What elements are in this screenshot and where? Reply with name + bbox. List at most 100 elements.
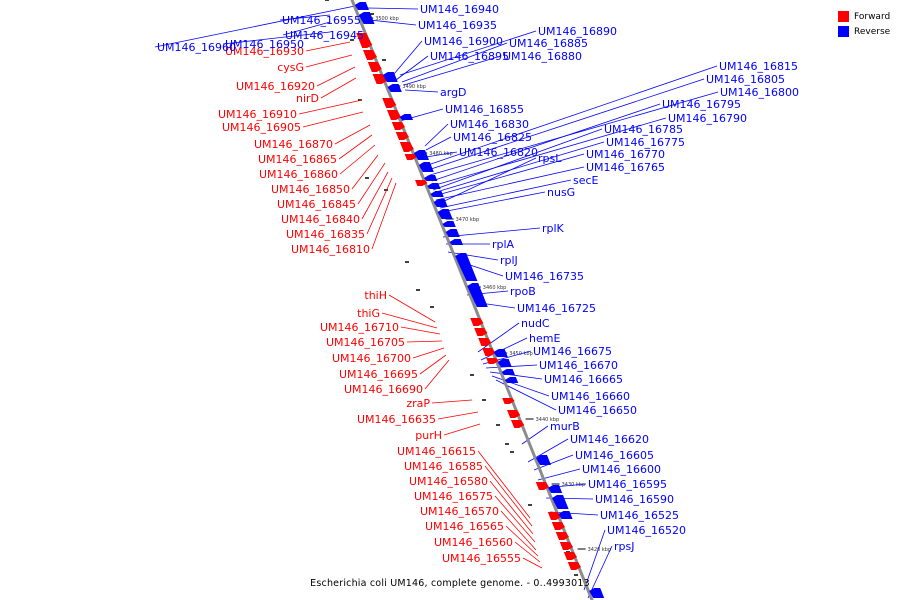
leader-line bbox=[279, 14, 331, 21]
leader-line bbox=[431, 399, 473, 404]
gene-label-rpla: rplA bbox=[492, 238, 515, 251]
gene-label-heme: hemE bbox=[529, 332, 560, 345]
leader-line bbox=[419, 354, 447, 375]
map-caption: Escherichia coli UM146, complete genome.… bbox=[310, 578, 590, 589]
forward-feature bbox=[363, 50, 377, 60]
reverse-feature bbox=[399, 114, 413, 120]
reverse-feature bbox=[354, 2, 369, 10]
leader-line bbox=[494, 495, 536, 543]
gene-label-um146-16910: UM146_16910 bbox=[218, 108, 297, 121]
reverse-feature bbox=[536, 455, 551, 465]
gene-label-nusg: nusG bbox=[547, 186, 575, 199]
legend-item-forward: Forward bbox=[838, 9, 890, 24]
leader-line bbox=[477, 322, 520, 353]
tick-label: 3480 kbp bbox=[429, 151, 453, 157]
leader-line bbox=[154, 5, 356, 48]
reverse-feature bbox=[424, 175, 438, 181]
forward-feature bbox=[555, 532, 569, 540]
gene-label-um146-16775: UM146_16775 bbox=[606, 136, 685, 149]
reverse-feature bbox=[358, 12, 375, 24]
gene-label-um146-16555: UM146_16555 bbox=[442, 552, 521, 565]
gene-label-thig: thiG bbox=[357, 307, 380, 320]
gene-label-um146-16575: UM146_16575 bbox=[414, 490, 493, 503]
gene-label-purh: purH bbox=[415, 429, 442, 442]
leader-line bbox=[351, 154, 379, 190]
gene-label-um146-16770: UM146_16770 bbox=[586, 148, 665, 161]
leader-line bbox=[357, 162, 386, 205]
leader-line bbox=[339, 144, 376, 175]
gene-label-um146-16805: UM146_16805 bbox=[706, 73, 785, 86]
gene-label-um146-16635: UM146_16635 bbox=[357, 413, 436, 426]
leader-line bbox=[400, 326, 441, 335]
leader-lines bbox=[154, 5, 719, 599]
leader-line bbox=[367, 7, 419, 10]
leader-line bbox=[305, 41, 351, 52]
leader-line bbox=[302, 111, 364, 128]
leader-line bbox=[298, 99, 363, 115]
leader-line bbox=[432, 141, 605, 194]
gene-label-um146-16830: UM146_16830 bbox=[450, 118, 529, 131]
forward-feature bbox=[387, 110, 401, 120]
leader-line bbox=[361, 171, 389, 220]
leader-line bbox=[381, 312, 438, 329]
leader-line bbox=[371, 182, 397, 250]
leader-line bbox=[369, 19, 417, 26]
gene-label-um146-16920: UM146_16920 bbox=[236, 80, 315, 93]
gene-label-sece: secE bbox=[573, 174, 599, 187]
gene-label-um146-16695: UM146_16695 bbox=[339, 368, 418, 381]
forward-feature bbox=[372, 74, 387, 84]
leader-line bbox=[489, 371, 543, 380]
gene-label-um146-16570: UM146_16570 bbox=[420, 505, 499, 518]
gene-label-um146-16705: UM146_16705 bbox=[326, 336, 405, 349]
gene-label-um146-16935: UM146_16935 bbox=[418, 19, 497, 32]
leader-line bbox=[431, 117, 667, 187]
legend-label-forward: Forward bbox=[854, 11, 891, 22]
gene-label-argd: argD bbox=[440, 86, 467, 99]
gene-label-um146-16785: UM146_16785 bbox=[604, 123, 683, 136]
gene-label-um146-16840: UM146_16840 bbox=[281, 213, 360, 226]
leader-line bbox=[441, 191, 546, 213]
gene-label-um146-16710: UM146_16710 bbox=[320, 321, 399, 334]
gene-label-cysg: cysG bbox=[277, 61, 304, 74]
reverse-feature bbox=[504, 377, 519, 383]
forward-feature bbox=[535, 482, 549, 490]
reverse-feature bbox=[501, 369, 515, 375]
leader-line bbox=[425, 151, 458, 158]
gene-label-um146-16605: UM146_16605 bbox=[575, 449, 654, 462]
gene-label-um146-16565: UM146_16565 bbox=[425, 520, 504, 533]
leader-line bbox=[404, 89, 439, 93]
legend: Forward Reverse bbox=[838, 9, 890, 39]
reverse-feature bbox=[430, 191, 444, 197]
gene-label-um146-16525: UM146_16525 bbox=[600, 509, 679, 522]
tick-label: 3420 kbp bbox=[588, 547, 612, 553]
leader-line bbox=[305, 54, 353, 68]
gene-label-um146-16900: UM146_16900 bbox=[424, 35, 503, 48]
reverse-feature bbox=[497, 359, 512, 367]
gene-label-um146-16585: UM146_16585 bbox=[404, 460, 483, 473]
leader-line bbox=[334, 124, 371, 145]
forward-feature bbox=[474, 328, 488, 336]
gene-label-um146-16700: UM146_16700 bbox=[332, 352, 411, 365]
leader-line bbox=[439, 179, 572, 209]
forward-feature bbox=[482, 348, 496, 356]
forward-feature bbox=[511, 420, 525, 428]
leader-line bbox=[489, 480, 534, 535]
leader-line bbox=[443, 423, 481, 436]
leader-line bbox=[429, 91, 719, 176]
leader-line bbox=[427, 78, 705, 171]
gene-label-um146-16865: UM146_16865 bbox=[258, 153, 337, 166]
leader-line bbox=[316, 66, 356, 87]
gene-label-rplj: rplJ bbox=[500, 254, 518, 267]
gene-label-um146-16825: UM146_16825 bbox=[453, 131, 532, 144]
leader-line bbox=[522, 557, 543, 569]
gene-label-um146-16945: UM146_16945 bbox=[285, 29, 364, 42]
gene-label-nird: nirD bbox=[296, 92, 319, 105]
leader-line bbox=[477, 450, 531, 519]
forward-feature bbox=[382, 98, 397, 108]
tick-label: 3470 kbp bbox=[456, 217, 480, 223]
gene-label-um146-16650: UM146_16650 bbox=[558, 404, 637, 417]
gene-label-um146-16560: UM146_16560 bbox=[434, 536, 513, 549]
leader-line bbox=[403, 55, 502, 86]
forward-feature bbox=[486, 358, 499, 364]
